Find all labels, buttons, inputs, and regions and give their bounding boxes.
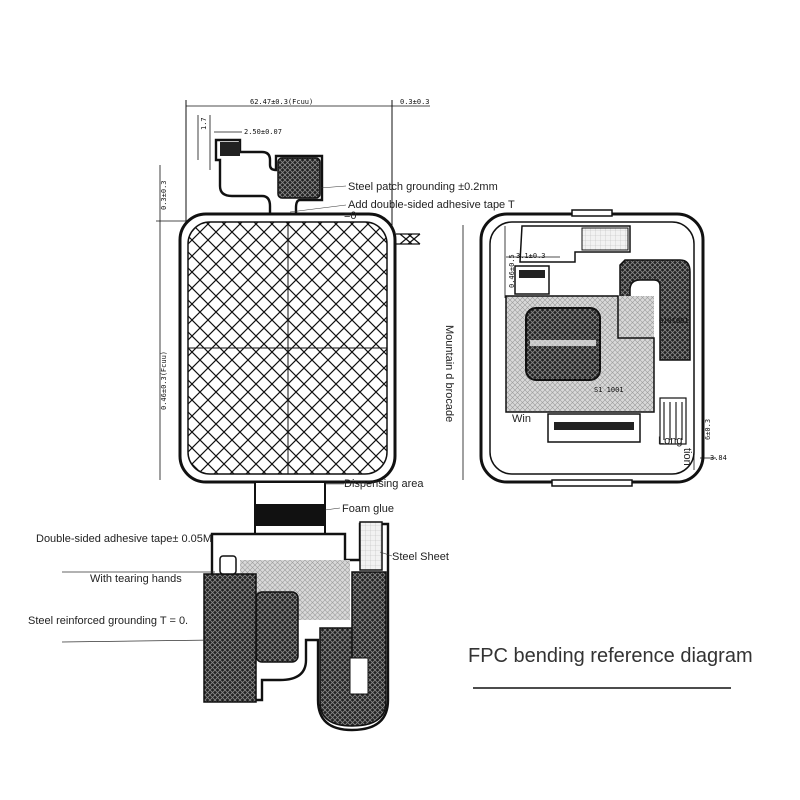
label-adhesive-tape-t2: =0 [344,210,357,222]
label-steel-reinforced: Steel reinforced grounding T = 0. [28,615,188,627]
label-adhesive-tape-t: Add double-sided adhesive tape T [348,199,515,211]
rear-fpc-strip [619,259,691,361]
dim-right-h1: 3.1±0.3 [516,252,546,260]
diagram-title: FPC bending reference diagram [468,645,753,667]
steel-patch-pad [277,157,321,199]
label-tion: tion [681,448,693,466]
dim-right-384: 3.84 [710,454,727,462]
chip-label: G101001 [659,317,689,325]
label-long: Long [658,435,682,447]
left-drawing: 62.47±0.3(Fcuu) 0.3±0.3 1.7 2.50±0.07 0.… [28,98,515,732]
label-steel-patch: Steel patch grounding ±0.2mm [348,181,498,193]
dim-tab-width: 2.50±0.07 [244,128,282,136]
tab-contact [220,142,240,156]
dim-left-upper: 0.3±0.3 [160,180,168,210]
label-foam-glue: Foam glue [342,503,394,515]
right-drawing: 0.46±0.5 3.1±0.3 6±0.3 3.84 G101001 S1 1… [443,209,727,487]
steel-sheet-area [319,571,387,727]
dim-right-v1: 0.46±0.5 [508,254,516,288]
steel-reinforced-pad [255,591,299,663]
foam-glue-strip [255,504,325,526]
dim-top-right: 0.3±0.3 [400,98,430,106]
label-win: Win [512,413,531,425]
dim-right-v2: 6±0.3 [704,419,712,440]
dim-top-width: 62.47±0.3(Fcuu) [250,98,313,106]
dim-left-17: 1.7 [200,117,208,130]
dim-left-height: 0.46±0.3(Fcuu) [160,351,168,410]
label-dispensing-area: Dispensing area [344,478,424,490]
label-double-sided-tape: Double-sided adhesive tape± 0.05M [36,533,212,545]
label-tearing-hands: With tearing hands [90,573,182,585]
label-steel-sheet: Steel Sheet [392,551,449,563]
chip-label-2: S1 1001 [594,386,624,394]
label-mountain-brocade: Mountain d brocade [443,325,455,422]
